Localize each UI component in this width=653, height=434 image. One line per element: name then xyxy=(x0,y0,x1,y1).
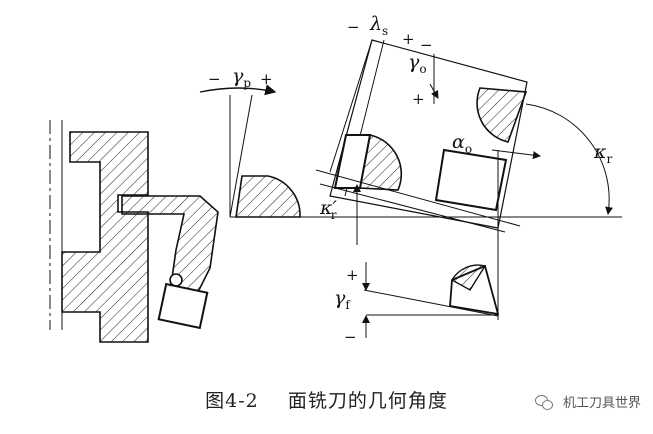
gamma-f-view xyxy=(362,262,500,338)
gamma-p-plus-sign: + xyxy=(260,70,273,88)
lambda-s-plus-sign: + xyxy=(402,30,415,48)
watermark: 机工刀具世界 xyxy=(534,392,641,411)
gamma-o-plus-sign: + xyxy=(412,90,425,108)
figure-caption: 图4-2 面铣刀的几何角度 xyxy=(0,386,653,413)
gamma-p-view xyxy=(199,84,301,218)
kappa-r-prime-label: κ′r xyxy=(319,197,337,222)
wechat-icon xyxy=(534,395,553,410)
alpha-o-label: αo xyxy=(452,131,472,156)
watermark-text: 机工刀具世界 xyxy=(562,396,641,411)
rotated-insert-view xyxy=(315,39,614,320)
gamma-o-label: γo xyxy=(408,51,427,76)
gamma-f-minus-sign: − xyxy=(344,328,357,346)
gamma-p-label: γp xyxy=(232,65,251,90)
figure-number: 图4-2 xyxy=(205,390,259,412)
lambda-s-label: λs xyxy=(369,13,388,38)
figure-title: 面铣刀的几何角度 xyxy=(287,390,448,412)
kappa-r-label: κr xyxy=(593,141,612,166)
gamma-f-label: γf xyxy=(334,287,351,312)
lambda-s-minus-sign: − xyxy=(347,18,360,36)
gamma-p-minus-sign: − xyxy=(208,70,221,88)
gamma-f-plus-sign: + xyxy=(346,266,359,284)
cutter-body-section xyxy=(49,120,219,343)
gamma-o-minus-sign: − xyxy=(420,36,433,54)
